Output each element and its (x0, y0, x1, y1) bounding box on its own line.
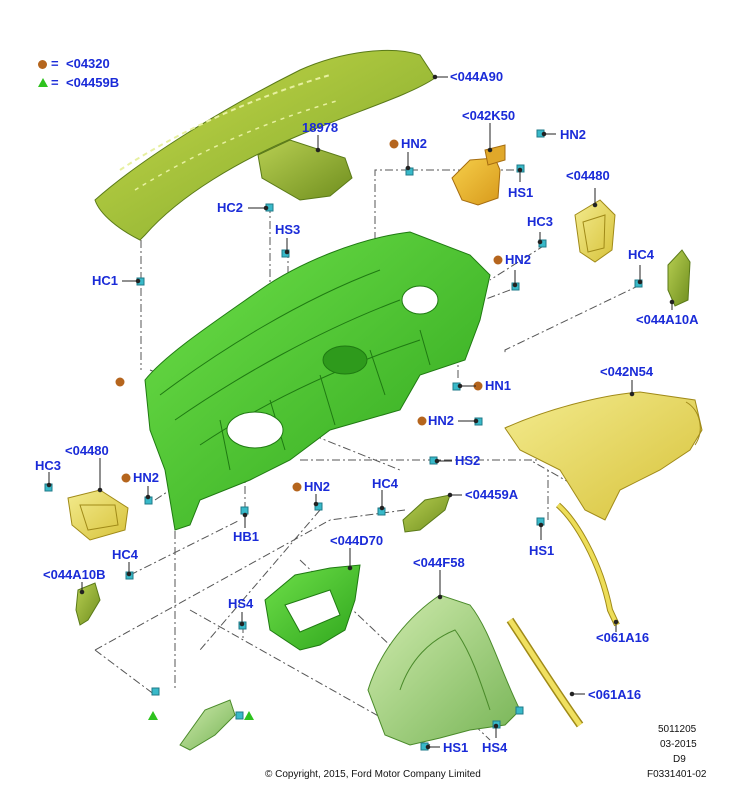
leader-lines (46, 74, 675, 750)
legend-label-04459B: <04459B (66, 75, 120, 90)
callout-042K50: <042K50 (462, 108, 516, 123)
callout-044F58: <044F58 (413, 555, 465, 570)
callout-hc3-right: HC3 (527, 214, 554, 229)
drawing-code-2: 03-2015 (660, 739, 697, 750)
callout-04480-left: <04480 (65, 443, 109, 458)
legend-brown-dot (38, 60, 47, 69)
brown-dot-marker (115, 377, 125, 387)
callout-hc3-left: HC3 (35, 458, 62, 473)
brown-dot-marker (292, 482, 302, 492)
callout-hn2-mid: HN2 (505, 252, 532, 267)
callout-hc4-left: HC4 (112, 547, 139, 562)
callout-hc4-right: HC4 (628, 247, 655, 262)
callout-hn1: HN1 (485, 378, 512, 393)
brown-dot-marker (389, 139, 399, 149)
drawing-code-3: D9 (673, 754, 686, 765)
callout-hs2: HS2 (455, 453, 481, 468)
part-instrument-panel-pad (94, 49, 436, 241)
part-042K50-bracket (451, 144, 506, 206)
callout-hs4-bottom: HS4 (482, 740, 508, 755)
callout-hb1: HB1 (233, 529, 260, 544)
callout-061A16-lower: <061A16 (588, 687, 642, 702)
clip-marker (314, 502, 323, 511)
callout-hs3: HS3 (275, 222, 301, 237)
part-044A10B-end-cap (75, 582, 101, 626)
callout-044A10B: <044A10B (43, 567, 106, 582)
callout-18978: 18978 (302, 120, 339, 135)
part-042N54-cover (504, 391, 703, 521)
brown-dot-marker (417, 416, 427, 426)
callout-hs1-top: HS1 (508, 185, 534, 200)
brown-dot-marker (121, 473, 131, 483)
callout-hn2-left: HN2 (133, 470, 160, 485)
green-triangle-marker (244, 711, 254, 720)
part-044D70-console-bezel (264, 564, 361, 651)
green-triangle-marker (148, 711, 158, 720)
drawing-code-4: F0331401-02 (647, 769, 707, 780)
brown-dot-marker (493, 255, 503, 265)
part-044A10A-end-cap (667, 249, 691, 307)
clip-marker (235, 711, 244, 720)
callout-042N54: <042N54 (600, 364, 654, 379)
part-18978-cover (257, 139, 353, 201)
legend-green-triangle (38, 78, 48, 87)
part-044F58-lower-cover (367, 594, 521, 746)
callout-04459A: <04459A (465, 487, 519, 502)
callout-061A16-upper: <061A16 (596, 630, 650, 645)
callout-hs1-bottom: HS1 (443, 740, 469, 755)
part-061A16-upper-strip (555, 502, 620, 627)
callout-hs1-right: HS1 (529, 543, 555, 558)
callout-044D70: <044D70 (330, 533, 384, 548)
legend-equals: = (51, 75, 59, 90)
legend-label-04320: <04320 (66, 56, 110, 71)
clip-marker (515, 706, 524, 715)
part-061A16-lower-strip (506, 617, 584, 728)
brown-dot-markers (115, 139, 503, 492)
green-triangle-markers (148, 711, 254, 720)
part-04480-left-vent (67, 489, 129, 541)
callout-044A90: <044A90 (450, 69, 504, 84)
clip-marker (151, 687, 160, 696)
callout-hn2-top: HN2 (401, 136, 428, 151)
brown-dot-marker (473, 381, 483, 391)
callout-04480-right: <04480 (566, 168, 610, 183)
part-04480-right-vent (574, 199, 616, 263)
callout-044A10A: <044A10A (636, 312, 699, 327)
callout-hc1: HC1 (92, 273, 119, 288)
drawing-code-1: 5011205 (658, 724, 697, 735)
legend-equals: = (51, 56, 59, 71)
callout-hc4-mid: HC4 (372, 476, 399, 491)
callout-hs4-left: HS4 (228, 596, 254, 611)
copyright-text: © Copyright, 2015, Ford Motor Company Li… (265, 769, 481, 780)
part-bottom-left-bracket (179, 699, 236, 751)
callout-hc2: HC2 (217, 200, 244, 215)
part-instrument-panel-main (144, 231, 491, 531)
callout-hn2-lower: HN2 (304, 479, 331, 494)
callout-hn2-center: HN2 (428, 413, 455, 428)
callout-hn2-top-right: HN2 (560, 127, 587, 142)
part-04459A-panel (402, 494, 451, 533)
